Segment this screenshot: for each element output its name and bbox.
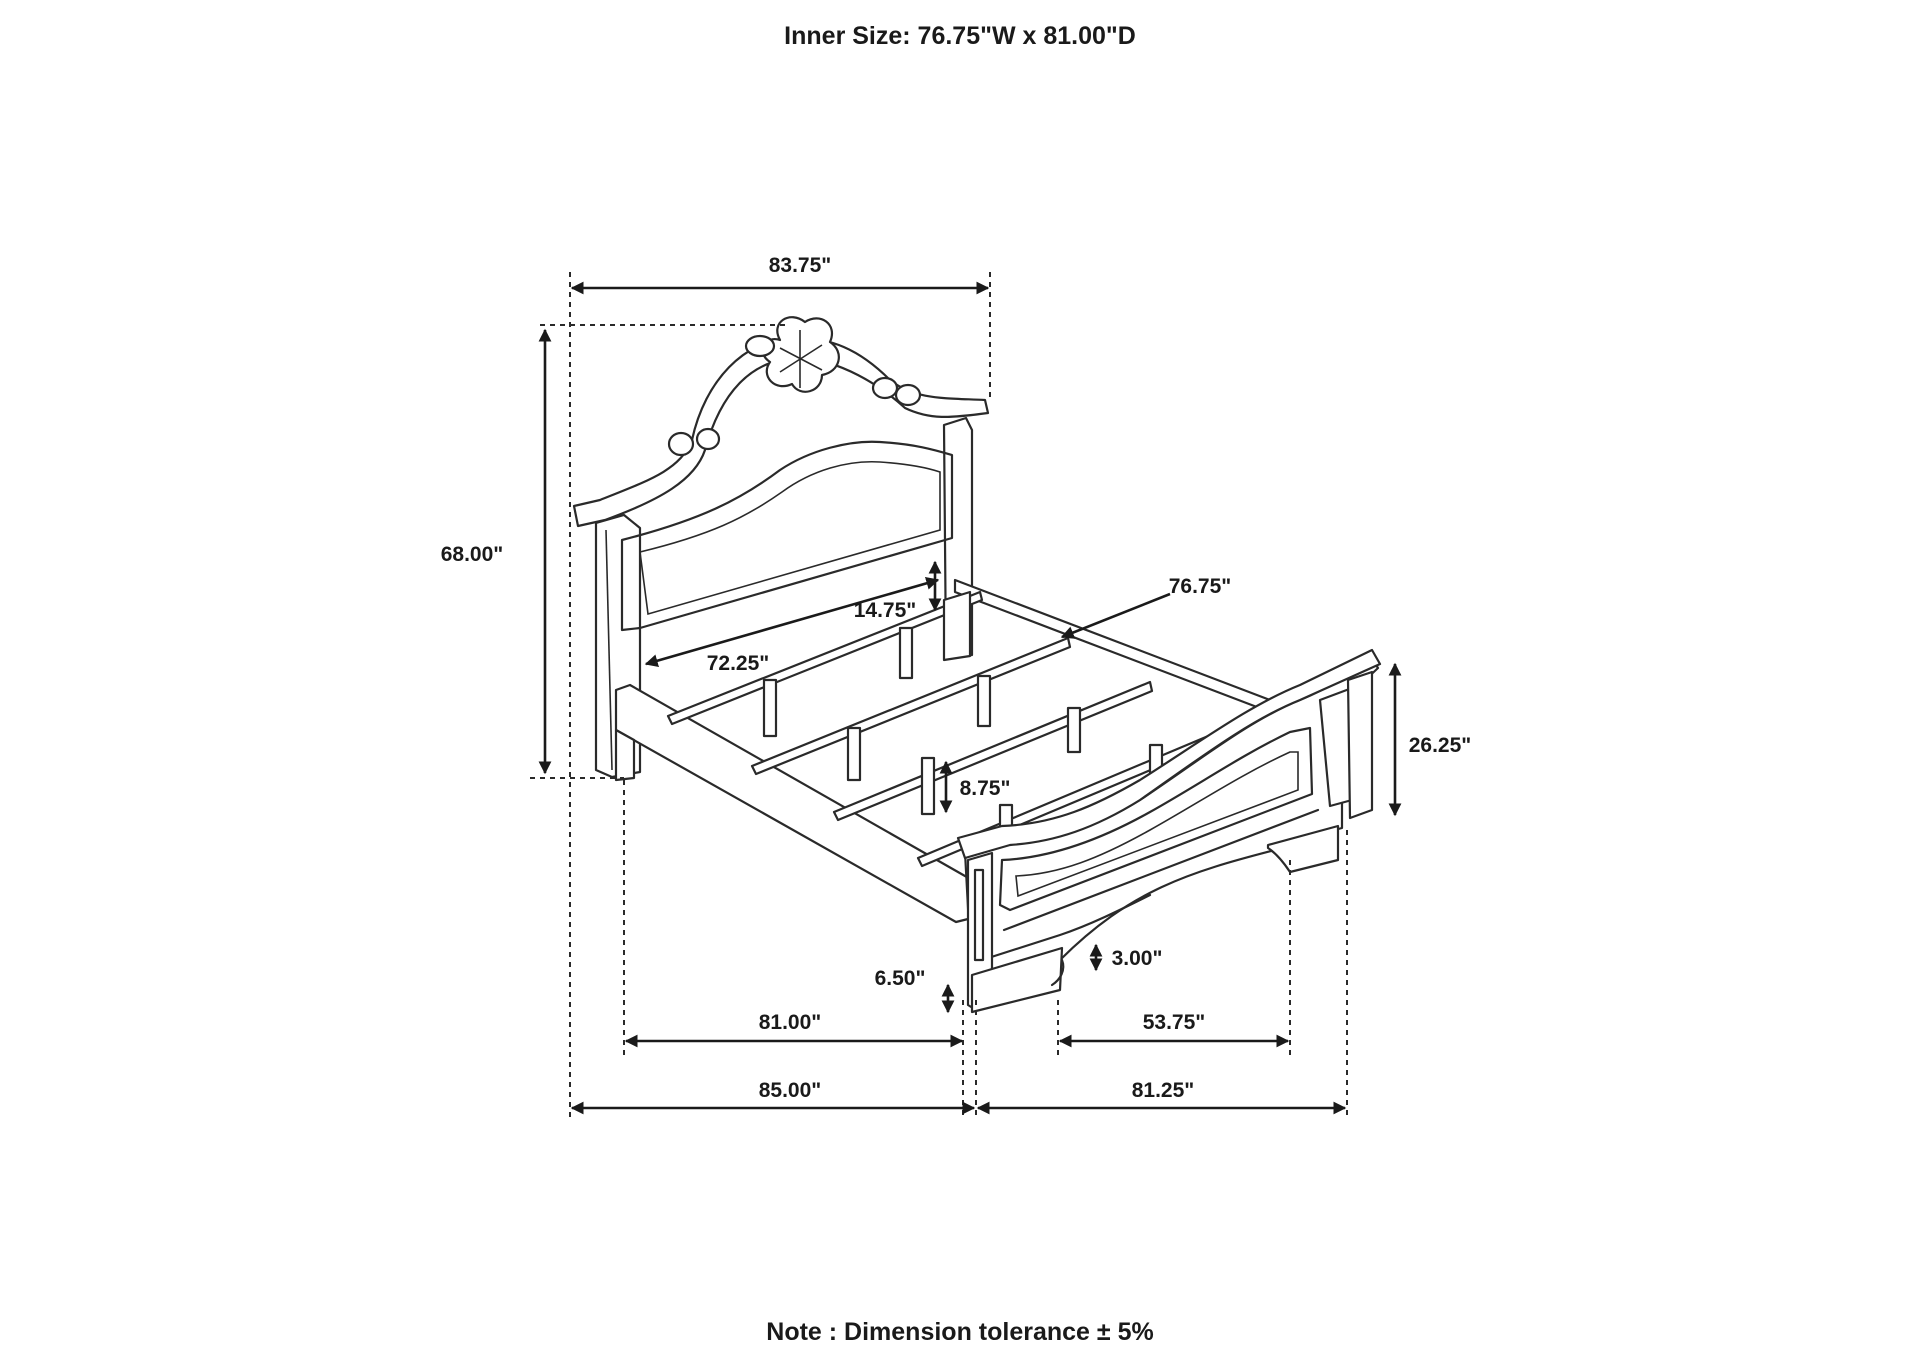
far-side-rail — [953, 578, 1272, 714]
dim-headboard-panel-width: 72.25" — [707, 652, 770, 675]
dim-footboard-height: 26.25" — [1409, 734, 1472, 757]
dimension-lines — [530, 272, 1402, 1120]
dim-overall-length: 85.00" — [759, 1079, 822, 1102]
dim-inner-width: 76.75" — [1169, 575, 1232, 598]
dim-overall-width: 81.25" — [1132, 1079, 1195, 1102]
headboard-panel-frame — [620, 440, 954, 632]
footboard — [956, 648, 1382, 1014]
tolerance-note: Note : Dimension tolerance ± 5% — [766, 1318, 1154, 1346]
dim-rail-clearance: 6.50" — [875, 967, 926, 990]
dim-foot-clearance: 3.00" — [1112, 947, 1163, 970]
dim-inner-length: 81.00" — [759, 1011, 822, 1034]
bed-illustration — [572, 316, 1382, 1014]
dim-side-rail-height: 8.75" — [960, 777, 1011, 800]
dim-headboard-width: 83.75" — [769, 254, 832, 277]
dim-headboard-panel-height: 14.75" — [854, 599, 917, 622]
dim-footboard-span: 53.75" — [1143, 1011, 1206, 1034]
headboard-carving — [667, 316, 922, 457]
dim-overall-height: 68.00" — [441, 543, 504, 566]
inner-size-title: Inner Size: 76.75"W x 81.00"D — [784, 22, 1136, 50]
